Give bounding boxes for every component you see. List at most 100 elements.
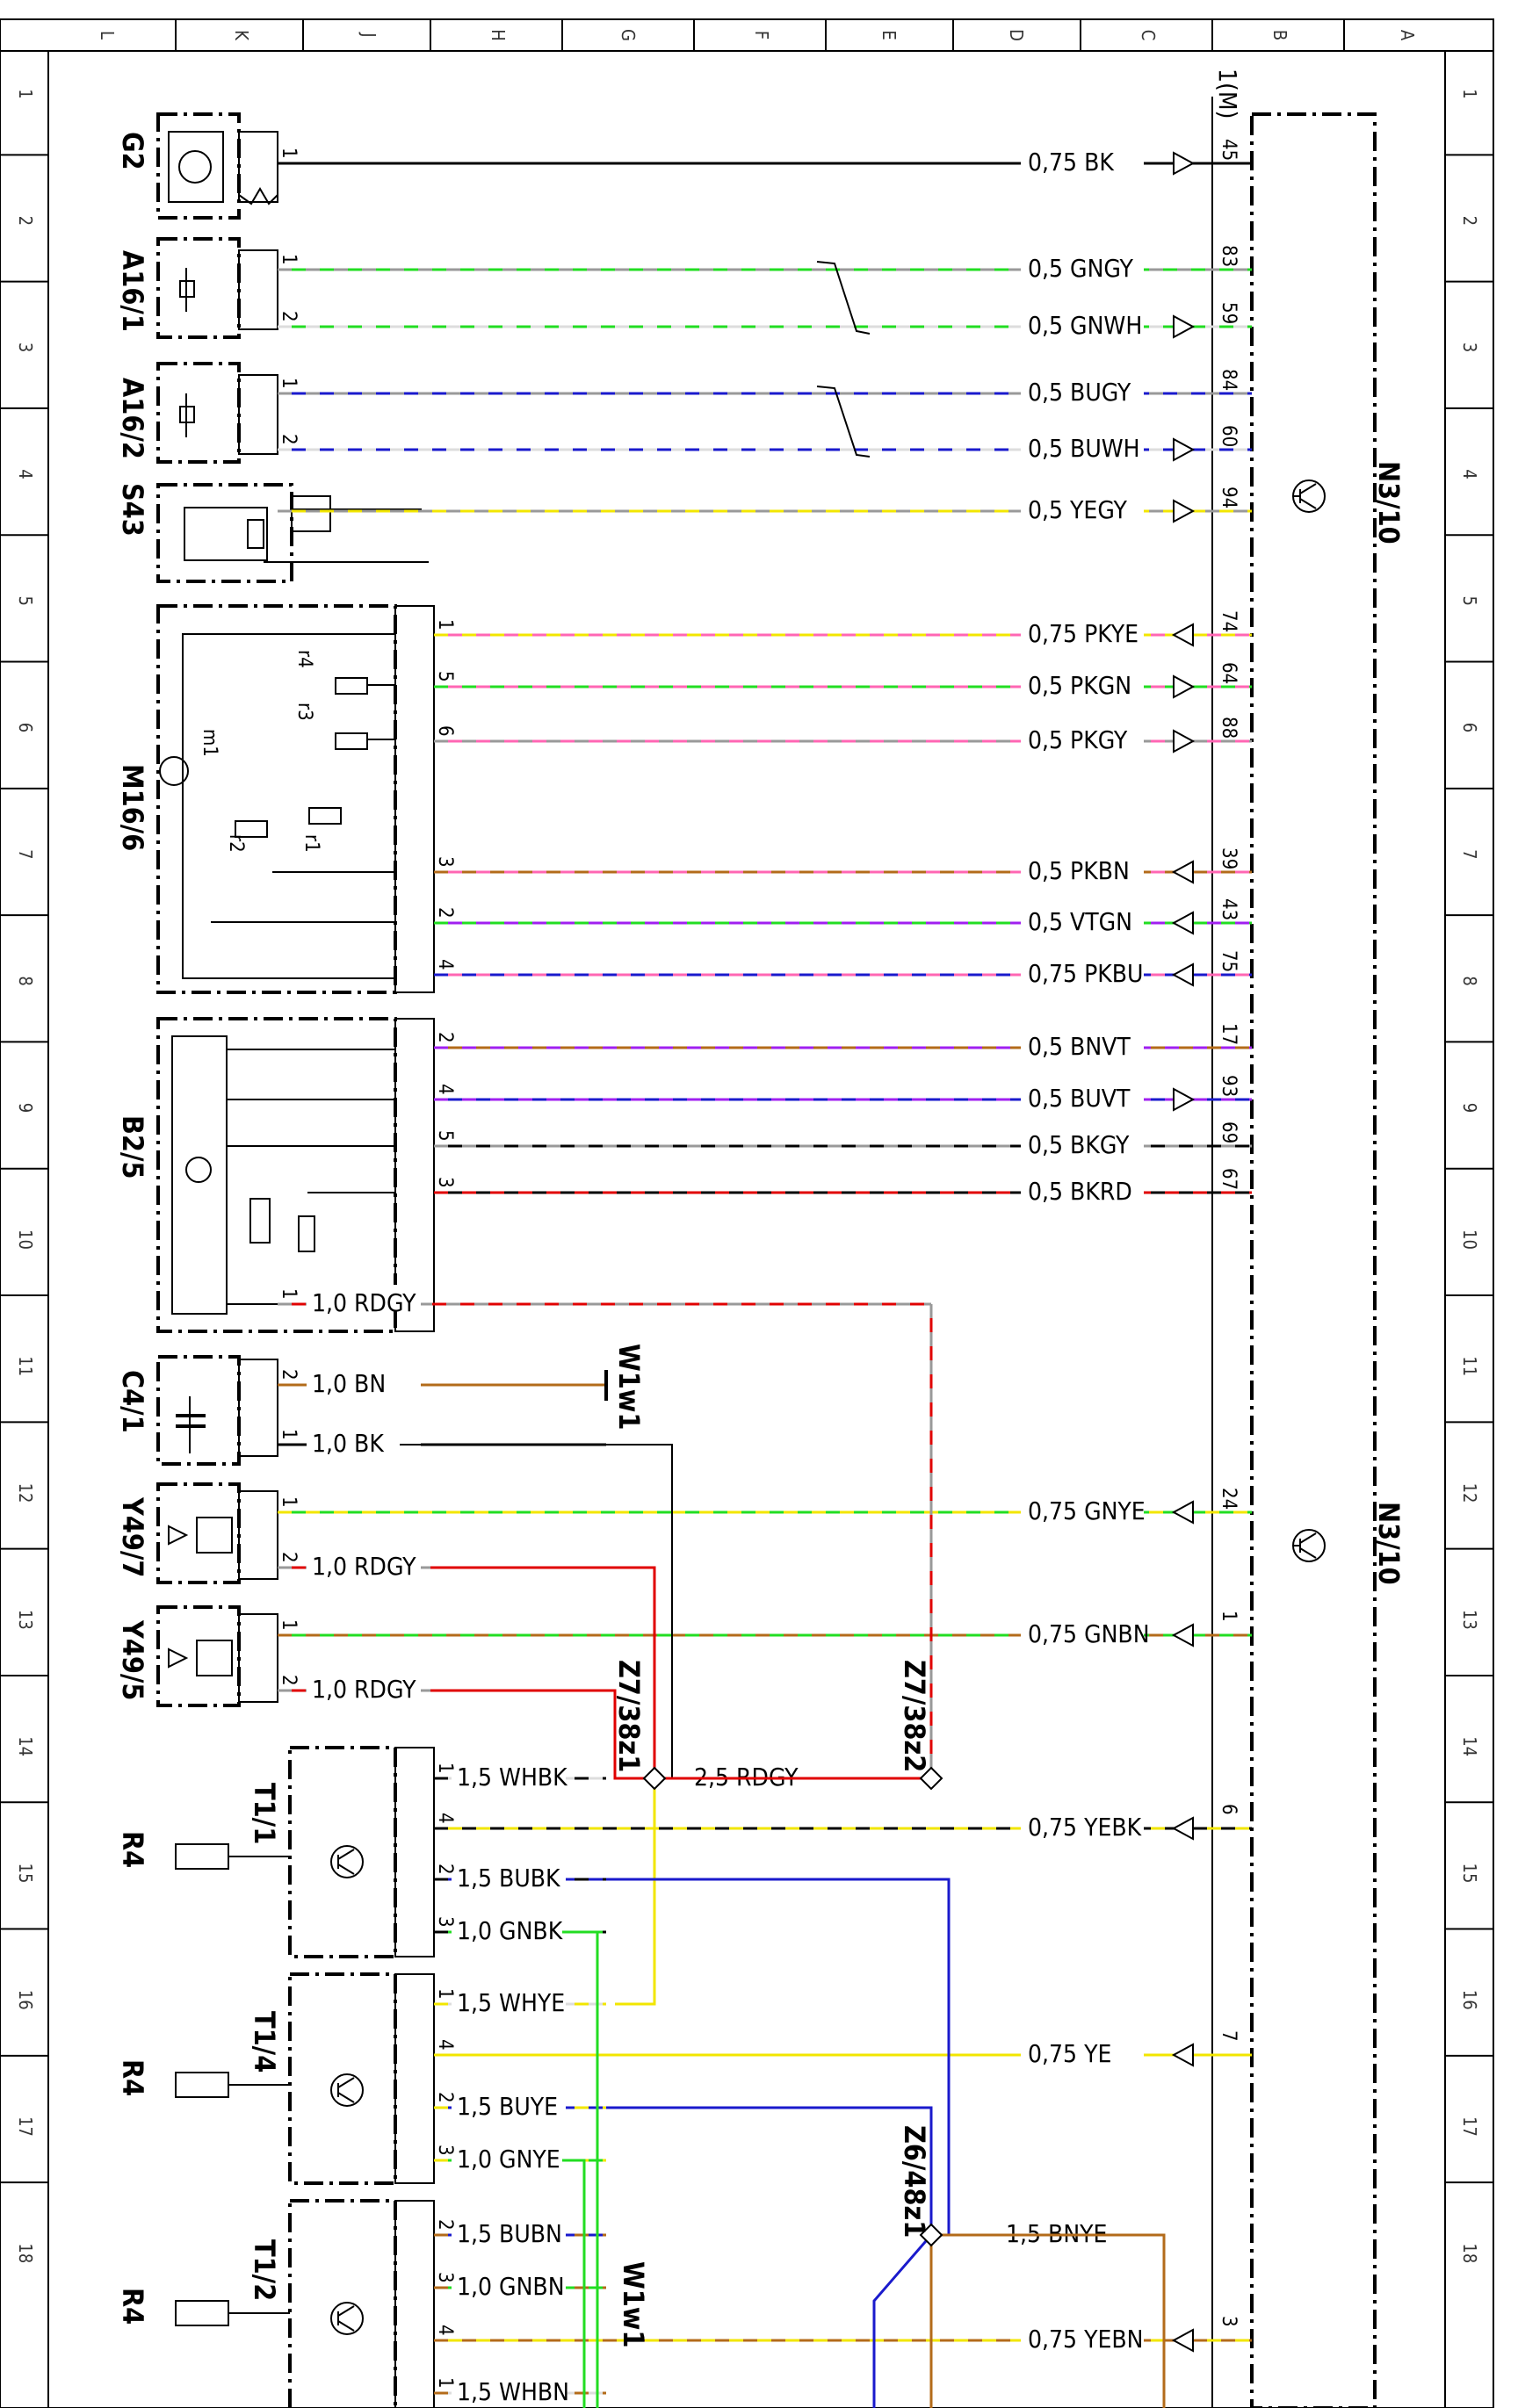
ecu-pin-number: 59	[1218, 302, 1240, 324]
ecu-n3-10: 1(M) N3/10 N3/10	[1211, 68, 1406, 2408]
wire-label: 0,5 VTGN	[1028, 907, 1132, 936]
grid-col-A: A	[1397, 30, 1418, 41]
component-pin-number: 1	[278, 378, 300, 389]
internal-label-r1: r1	[300, 834, 322, 853]
grid-row-left: 15	[15, 1864, 36, 1884]
grid-row-left: 13	[15, 1610, 36, 1630]
grid-row-right: 1	[1459, 89, 1480, 98]
ecu-pin-number: 69	[1218, 1121, 1240, 1143]
ecu-pin-number: 88	[1218, 717, 1240, 739]
wire-label: 0,75 GNBN	[1028, 1619, 1150, 1648]
grid-row-left: 16	[15, 1990, 36, 2010]
wire-label: 1,5 BUBK	[457, 1864, 561, 1893]
grid-row-right: 9	[1459, 1103, 1480, 1113]
grid-row-left: 8	[15, 976, 36, 985]
component-pin-number: 3	[434, 1916, 456, 1928]
grid-row-left: 10	[15, 1229, 36, 1250]
component-pin-number: 4	[434, 1084, 456, 1095]
wire-label: 0,5 PKGY	[1028, 725, 1128, 754]
grid-row-left: 11	[15, 1356, 36, 1376]
ecu-label-bottom: N3/10	[1372, 1502, 1406, 1585]
grid-row-right: 17	[1459, 2116, 1480, 2137]
signal-arrow-left-icon	[1171, 962, 1194, 987]
component-pin-number: 2	[278, 311, 300, 322]
component-label: Y49/7	[116, 1496, 149, 1577]
wire-label: 1,0 RDGY	[312, 1552, 416, 1581]
ecu-pin-number: 39	[1218, 847, 1240, 869]
signal-arrow-right-icon	[1173, 151, 1196, 176]
component-label: G2	[116, 132, 149, 170]
ignition-coil-icon	[330, 2302, 364, 2335]
signal-arrow-right-icon	[1173, 729, 1196, 753]
wire-label: 1,0 GNBN	[457, 2272, 565, 2301]
splice-label-z7-38z1: Z7/38z1	[612, 1660, 646, 1772]
wire-label: 1,5 BUBN	[457, 2219, 562, 2248]
grid-col-F: F	[751, 31, 772, 40]
grid-col-C: C	[1138, 30, 1159, 41]
drawing-frame	[0, 18, 1494, 2408]
ecu-pin-number: 7	[1218, 2030, 1240, 2042]
component-pin-number: 5	[434, 1130, 456, 1142]
grid-col-D: D	[1006, 29, 1027, 41]
grid-row-left: 1	[15, 89, 36, 98]
signal-arrow-right-icon	[1173, 314, 1196, 339]
signal-arrow-right-icon	[1173, 499, 1196, 523]
short-wire: 2,5 RDGY	[654, 1759, 931, 1792]
wire-label: 0,5 BNVT	[1028, 1032, 1131, 1061]
internal-label-r3: r3	[293, 703, 315, 721]
grid-column-labels: L K J H G F E D C B A	[97, 29, 1418, 41]
component-pin-number: 3	[434, 1177, 456, 1188]
wire-label: 0,75 PKBU	[1028, 959, 1144, 988]
ecu-pin-number: 75	[1218, 950, 1240, 972]
grid-column-ticks	[175, 19, 1345, 51]
ecu-transistor-icon	[1292, 1529, 1326, 1562]
component-pin-number: 2	[434, 2092, 456, 2103]
component-pin-number: 1	[278, 1288, 300, 1300]
coil-label-t1-4: T1/4	[248, 2011, 281, 2073]
component-boxes	[156, 112, 435, 2408]
signal-arrow-left-icon	[1171, 2328, 1194, 2353]
wire-label: 1,5 WHBN	[457, 2377, 569, 2406]
short-wire: 1,0 BN2	[278, 1366, 606, 1398]
wire-label: 0,5 BKRD	[1028, 1177, 1132, 1206]
plug-label-r4: R4	[116, 1831, 149, 1868]
ecu-pin-number: 6	[1218, 1804, 1240, 1815]
grid-row-right: 8	[1459, 976, 1480, 985]
wire-label: 0,75 YEBK	[1028, 1813, 1143, 1842]
ecu-transistor-icon	[1292, 479, 1326, 513]
coil-label-t1-2: T1/2	[248, 2239, 281, 2301]
generator-icon	[168, 131, 278, 205]
signal-arrow-left-icon	[1171, 1500, 1194, 1525]
grid-row-left: 12	[15, 1483, 36, 1503]
wire-label: 0,75 YEBN	[1028, 2325, 1143, 2354]
wire-label: 1,0 BK	[312, 1429, 385, 1458]
component-label: C4/1	[116, 1370, 149, 1433]
signal-arrow-left-icon	[1171, 1623, 1194, 1647]
component-pin-number: 2	[434, 1032, 456, 1043]
component-pin-number: 3	[434, 856, 456, 868]
ignition-coil-icon	[330, 2073, 364, 2107]
grid-row-left: 5	[15, 595, 36, 605]
grid-row-right: 18	[1459, 2243, 1480, 2263]
component-pin-number: 1	[278, 148, 300, 159]
grid-row-right: 13	[1459, 1610, 1480, 1630]
signal-arrow-left-icon	[1171, 623, 1194, 647]
plug-label-r4: R4	[116, 2059, 149, 2096]
grid-row-right: 16	[1459, 1990, 1480, 2010]
ecu-label-top: N3/10	[1372, 461, 1406, 544]
component-pin-number: 1	[278, 1496, 300, 1508]
short-wire: 1,5 BNYE	[931, 2216, 1164, 2248]
ground-label-w1w1: W1w1	[612, 1344, 646, 1430]
